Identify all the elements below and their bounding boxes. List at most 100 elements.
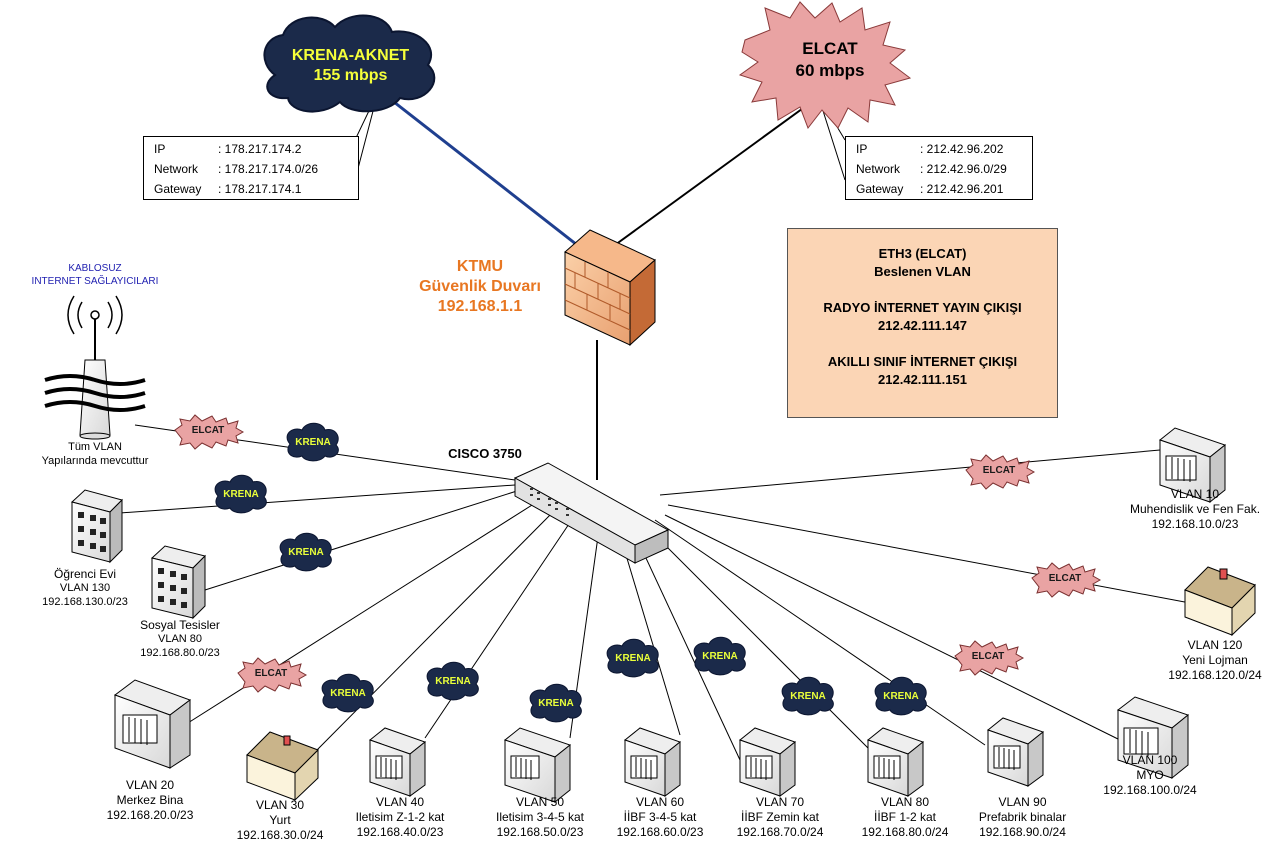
- vlan-label-line: 192.168.130.0/23: [42, 595, 128, 608]
- vlan-label-line: 192.168.70.0/24: [736, 825, 824, 839]
- vlan-label-vlan20: VLAN 20 Merkez Bina 192.168.20.0/23: [85, 778, 215, 823]
- ogrenci-evi-building-icon: [70, 489, 123, 564]
- vlan-label-line: VLAN 80: [880, 795, 930, 809]
- krena-ip-value: : 178.217.174.2: [218, 142, 302, 156]
- vlan-label-line: Yurt: [269, 813, 291, 827]
- krena-cloud-name: KRENA-AKNET: [291, 47, 410, 64]
- krena-cloud-speed: 155 mbps: [313, 67, 388, 84]
- krena-tag-label: KRENA: [883, 691, 919, 702]
- elcat-tags: [174, 414, 1102, 693]
- wireless-tower-icon: [44, 295, 146, 440]
- vlan-label-line: 192.168.80.0/24: [861, 825, 949, 839]
- krena-tags: [214, 422, 927, 723]
- elcat-tag-label: ELCAT: [1048, 573, 1082, 584]
- krena-cloud-shape: [263, 14, 436, 113]
- vlan-label-vlan70: VLAN 70 İİBF Zemin kat 192.168.70.0/24: [715, 795, 845, 840]
- firewall-label: KTMU Güvenlik Duvarı 192.168.1.1: [405, 257, 555, 317]
- vlan-label-line: VLAN 120: [1187, 638, 1243, 652]
- krena-ip-key: IP: [154, 142, 166, 156]
- krena-tag-label: KRENA: [223, 489, 259, 500]
- eth3-line-4: 212.42.111.147: [878, 318, 967, 333]
- vlan-label-ogrenci-evi: Öğrenci Evi VLAN 130 192.168.130.0/23: [20, 567, 150, 610]
- vlan-label-line: İİBF 1-2 kat: [873, 810, 937, 824]
- vlan-label-line: MYO: [1136, 768, 1164, 782]
- wireless-title-line-2: INTERNET SAĞLAYICILARI: [31, 276, 159, 287]
- elcat-network-value: : 212.42.96.0/29: [920, 162, 1007, 176]
- vlan-label-vlan10: VLAN 10 Muhendislik ve Fen Fak. 192.168.…: [1110, 487, 1280, 532]
- vlan-label-line: VLAN 50: [515, 795, 565, 809]
- vlan90-building-icon: [986, 717, 1045, 787]
- sosyal-tesisler-building-icon: [150, 545, 206, 620]
- eth3-line-1: ETH3 (ELCAT): [878, 246, 967, 261]
- vlan-label-line: VLAN 40: [375, 795, 425, 809]
- vlan-label-line: VLAN 130: [59, 582, 111, 594]
- vlan-label-line: VLAN 70: [755, 795, 805, 809]
- switch-label: CISCO 3750: [448, 446, 522, 461]
- firewall-label-line-2: Güvenlik Duvarı: [419, 278, 541, 295]
- elcat-tag-label: ELCAT: [982, 465, 1016, 476]
- vlan-label-vlan30: VLAN 30 Yurt 192.168.30.0/24: [215, 798, 345, 843]
- vlan-label-line: 192.168.30.0/24: [236, 828, 324, 842]
- elcat-gateway-key: Gateway: [856, 182, 904, 196]
- wireless-subtitle-line-1: Tüm VLAN: [68, 441, 122, 453]
- krena-tag-label: KRENA: [435, 676, 471, 687]
- merkez-bina-building-icon: [113, 679, 192, 769]
- eth3-line-3: RADYO İNTERNET YAYIN ÇIKIŞI: [823, 300, 1022, 315]
- elcat-starburst-shape: [738, 1, 912, 130]
- vlan-label-line: 192.168.120.0/24: [1168, 668, 1262, 682]
- vlan-label-line: Öğrenci Evi: [53, 567, 117, 581]
- eth3-info-box: ETH3 (ELCAT) Beslenen VLAN RADYO İNTERNE…: [787, 228, 1058, 418]
- wireless-subtitle: Tüm VLAN Yapılarında mevcuttur: [10, 440, 180, 468]
- elcat-starburst-name: ELCAT: [802, 39, 858, 58]
- krena-tag-label: KRENA: [702, 651, 738, 662]
- krena-gateway-key: Gateway: [154, 182, 202, 196]
- switch-icon: [513, 462, 670, 564]
- vlan-label-line: Muhendislik ve Fen Fak.: [1129, 502, 1261, 516]
- vlan-label-line: İİBF Zemin kat: [740, 810, 820, 824]
- vlan-label-line: VLAN 30: [255, 798, 305, 812]
- krena-cloud: KRENA-AKNET 155 mbps: [268, 46, 433, 86]
- elcat-network-key: Network: [856, 162, 901, 176]
- vlan-label-line: Sosyal Tesisler: [140, 618, 220, 632]
- vlan-label-line: 192.168.100.0/24: [1103, 783, 1197, 797]
- krena-tag-label: KRENA: [295, 437, 331, 448]
- wireless-title-line-1: KABLOSUZ: [68, 263, 122, 274]
- firewall-label-line-1: KTMU: [456, 258, 504, 275]
- vlan-label-line: 192.168.10.0/23: [1151, 517, 1239, 531]
- vlan-label-vlan40: VLAN 40 Iletisim Z-1-2 kat 192.168.40.0/…: [335, 795, 465, 840]
- eth3-line-6: 212.42.111.151: [878, 372, 967, 387]
- vlan-label-line: VLAN 80: [157, 633, 203, 645]
- vlan-label-line: İİBF 3-4-5 kat: [623, 810, 697, 824]
- elcat-ip-key: IP: [856, 142, 868, 156]
- krena-uplink-link: [384, 93, 591, 257]
- firewall-label-line-3: 192.168.1.1: [437, 298, 523, 315]
- elcat-uplink-link: [614, 89, 829, 246]
- krena-info-box: IP: 178.217.174.2 Network: 178.217.174.0…: [143, 136, 359, 200]
- elcat-tag-label: ELCAT: [971, 651, 1005, 662]
- elcat-starburst: ELCAT 60 mbps: [760, 38, 900, 82]
- vlan80-iibf-building-icon: [866, 727, 925, 797]
- vlan-label-line: 192.168.50.0/23: [496, 825, 584, 839]
- vlan-label-line: 192.168.80.0/23: [140, 646, 220, 659]
- vlan-label-line: VLAN 100: [1122, 753, 1178, 767]
- vlan-label-line: VLAN 10: [1170, 487, 1220, 501]
- krena-tag-label: KRENA: [615, 653, 651, 664]
- vlan-label-line: Iletisim Z-1-2 kat: [355, 810, 445, 824]
- vlan-label-vlan60: VLAN 60 İİBF 3-4-5 kat 192.168.60.0/23: [595, 795, 725, 840]
- vlan-label-vlan50: VLAN 50 Iletisim 3-4-5 kat 192.168.50.0/…: [475, 795, 605, 840]
- vlan-label-vlan80-iibf: VLAN 80 İİBF 1-2 kat 192.168.80.0/24: [840, 795, 970, 840]
- vlan-label-line: Prefabrik binalar: [978, 810, 1067, 824]
- vlan-label-line: VLAN 90: [998, 795, 1047, 809]
- yeni-lojman-house-icon: [1184, 566, 1256, 637]
- krena-gateway-value: : 178.217.174.1: [218, 182, 302, 196]
- krena-tag-label: KRENA: [538, 698, 574, 709]
- krena-network-value: : 178.217.174.0/26: [218, 162, 319, 176]
- vlan60-building-icon: [623, 727, 682, 797]
- yurt-house-icon: [246, 731, 319, 802]
- eth3-line-5: AKILLI SINIF İNTERNET ÇIKIŞI: [827, 354, 1018, 369]
- vlan70-building-icon: [738, 727, 797, 797]
- krena-tag-label: KRENA: [288, 547, 324, 558]
- vlan-label-line: 192.168.60.0/23: [616, 825, 704, 839]
- vlan-label-vlan120: VLAN 120 Yeni Lojman 192.168.120.0/24: [1150, 638, 1280, 683]
